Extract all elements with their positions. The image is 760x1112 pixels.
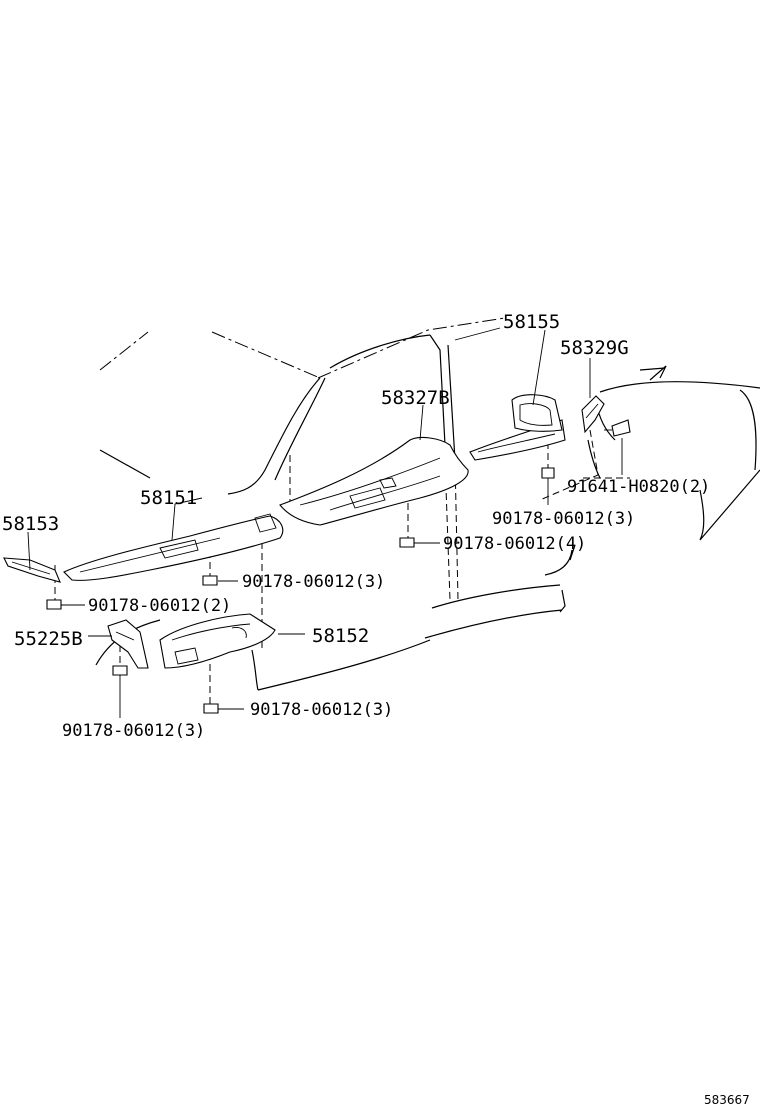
clip-nut-icon [112, 665, 128, 676]
callout-clip-g: 90178-06012(3) [62, 721, 205, 741]
bolt-91641-h0820 [604, 419, 631, 437]
callout-clip-c: 90178-06012(4) [443, 534, 586, 554]
part-58152-front-lower-cover [159, 613, 276, 669]
clip-nut-icon [399, 537, 415, 548]
callout-clip-b: 90178-06012(3) [492, 509, 635, 529]
part-58329g-bracket [581, 395, 605, 434]
clip-nuts [46, 467, 555, 714]
callout-clip-e: 90178-06012(2) [88, 596, 231, 616]
callout-55225b: 55225B [14, 628, 83, 650]
callout-clip-91641: 91641-H0820(2) [567, 477, 710, 497]
clip-nut-icon [46, 599, 62, 610]
clip-nut-icon [541, 467, 555, 479]
callout-58327b: 58327B [381, 387, 450, 409]
callout-clip-d: 90178-06012(3) [242, 572, 385, 592]
clip-nut-icon [202, 575, 218, 586]
part-58151-front-cover [63, 513, 284, 581]
leader-lines [27, 327, 623, 718]
callout-clip-f: 90178-06012(3) [250, 700, 393, 720]
part-58153-bracket [3, 557, 61, 583]
clip-nut-icon [203, 703, 219, 714]
part-55225b-bracket [107, 619, 149, 669]
diagram-reference-number: 583667 [704, 1093, 750, 1107]
callout-58153: 58153 [2, 513, 59, 535]
callout-58329g: 58329G [560, 337, 629, 359]
part-58327b-center-cover [279, 436, 469, 526]
part-58155-rear-cover [469, 394, 566, 461]
callout-58155: 58155 [503, 311, 560, 333]
callout-58151: 58151 [140, 487, 197, 509]
callout-58152: 58152 [312, 625, 369, 647]
